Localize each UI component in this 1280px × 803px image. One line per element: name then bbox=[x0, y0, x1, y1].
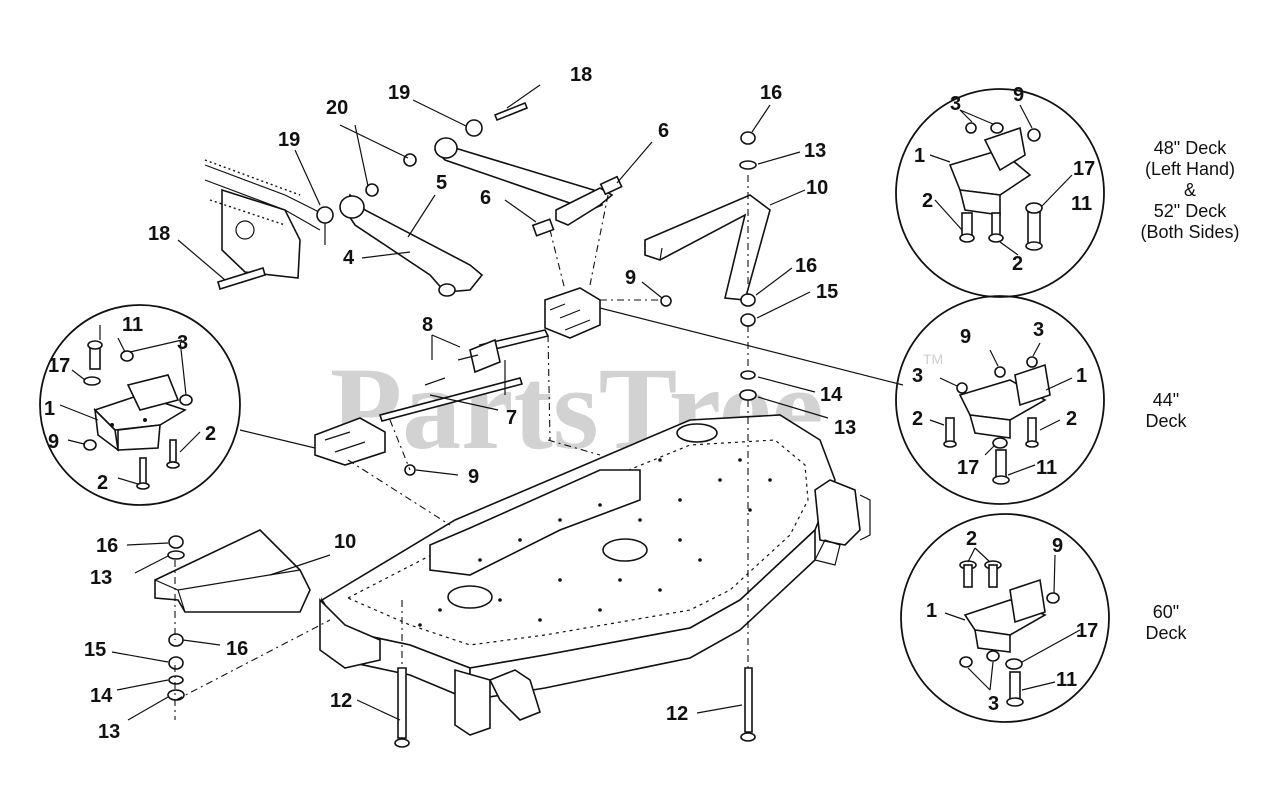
label-10: 10 bbox=[334, 531, 356, 553]
label-11: 11 bbox=[1071, 193, 1092, 215]
label-17: 17 bbox=[1073, 158, 1095, 180]
label-17: 17 bbox=[957, 457, 979, 479]
tractor-frame bbox=[204, 159, 326, 279]
detail-circle-left bbox=[39, 304, 241, 506]
label-1: 1 bbox=[926, 600, 937, 622]
caption-left-hand: (Left Hand) bbox=[1145, 159, 1235, 179]
label-7: 7 bbox=[506, 407, 517, 429]
label-3: 3 bbox=[177, 332, 188, 354]
caption-44-deck: Deck bbox=[1145, 411, 1187, 431]
label-2: 2 bbox=[97, 472, 108, 494]
label-1: 1 bbox=[44, 398, 55, 420]
label-11: 11 bbox=[1036, 457, 1057, 479]
watermark-trademark: TM bbox=[923, 351, 943, 367]
caption-60: 60" bbox=[1153, 602, 1179, 622]
bolts-and-washers bbox=[217, 101, 672, 307]
label-15: 15 bbox=[816, 281, 838, 303]
label-2: 2 bbox=[912, 408, 923, 430]
label-17: 17 bbox=[48, 355, 70, 377]
caption-44: 44" bbox=[1153, 390, 1179, 410]
label-3: 3 bbox=[950, 93, 961, 115]
caption-ampersand: & bbox=[1184, 180, 1196, 200]
part-number-labels: 18 19 20 19 5 6 6 18 4 16 13 10 9 16 15 … bbox=[44, 64, 1098, 743]
label-3: 3 bbox=[1033, 319, 1044, 341]
leader-lines bbox=[111, 84, 829, 721]
cover-10-upper bbox=[644, 131, 771, 401]
label-14: 14 bbox=[820, 384, 843, 406]
label-1: 1 bbox=[1076, 365, 1087, 387]
label-12: 12 bbox=[666, 703, 688, 725]
label-15: 15 bbox=[84, 639, 106, 661]
label-5: 5 bbox=[436, 172, 447, 194]
label-16: 16 bbox=[760, 82, 782, 104]
label-18: 18 bbox=[570, 64, 592, 86]
bolt-12-left bbox=[394, 667, 410, 748]
label-4: 4 bbox=[343, 247, 355, 269]
detail-leader-lines bbox=[239, 307, 904, 449]
bolt-12-right bbox=[740, 667, 756, 742]
detail-circle-48-52 bbox=[895, 88, 1105, 298]
label-13: 13 bbox=[804, 140, 826, 162]
label-11: 11 bbox=[122, 314, 143, 336]
label-19: 19 bbox=[388, 82, 410, 104]
left-hanger-bracket bbox=[314, 417, 386, 466]
center-hanger-bracket bbox=[544, 287, 601, 339]
label-9: 9 bbox=[468, 466, 479, 488]
label-1: 1 bbox=[914, 145, 925, 167]
label-19: 19 bbox=[278, 129, 300, 151]
caption-60-deck: Deck bbox=[1145, 623, 1187, 643]
label-16: 16 bbox=[795, 255, 817, 277]
detail-circle-60 bbox=[900, 513, 1110, 723]
detail-circle-44 bbox=[895, 295, 1105, 505]
label-6: 6 bbox=[480, 187, 491, 209]
label-2: 2 bbox=[922, 190, 933, 212]
label-14: 14 bbox=[90, 685, 113, 707]
deck-size-captions: 48" Deck (Left Hand) & 52" Deck (Both Si… bbox=[1140, 138, 1239, 643]
label-9: 9 bbox=[48, 431, 59, 453]
label-9: 9 bbox=[1013, 84, 1024, 106]
label-8: 8 bbox=[422, 314, 433, 336]
label-6: 6 bbox=[658, 120, 669, 142]
mower-deck bbox=[319, 414, 871, 736]
label-13: 13 bbox=[834, 417, 856, 439]
label-12: 12 bbox=[330, 690, 352, 712]
label-3: 3 bbox=[988, 693, 999, 715]
label-11: 11 bbox=[1056, 669, 1077, 691]
caption-52-deck: 52" Deck bbox=[1154, 201, 1227, 221]
label-9: 9 bbox=[1052, 535, 1063, 557]
label-3: 3 bbox=[912, 365, 923, 387]
label-2: 2 bbox=[1066, 408, 1077, 430]
spacer-6 bbox=[531, 175, 623, 237]
label-17: 17 bbox=[1076, 620, 1098, 642]
label-2: 2 bbox=[1012, 253, 1023, 275]
label-16: 16 bbox=[226, 638, 248, 660]
label-13: 13 bbox=[98, 721, 120, 743]
label-16: 16 bbox=[96, 535, 118, 557]
label-9: 9 bbox=[960, 326, 971, 348]
cover-10-lower bbox=[154, 529, 311, 701]
lift-arm-5 bbox=[434, 137, 603, 211]
lift-arm-4 bbox=[339, 193, 484, 297]
caption-48-deck: 48" Deck bbox=[1154, 138, 1227, 158]
label-13: 13 bbox=[90, 567, 112, 589]
alignment-lines bbox=[174, 175, 749, 720]
label-9: 9 bbox=[625, 267, 636, 289]
label-10: 10 bbox=[806, 177, 828, 199]
label-2: 2 bbox=[966, 528, 977, 550]
caption-both-sides: (Both Sides) bbox=[1140, 222, 1239, 242]
label-2: 2 bbox=[205, 423, 216, 445]
label-20: 20 bbox=[326, 97, 348, 119]
label-18: 18 bbox=[148, 223, 170, 245]
